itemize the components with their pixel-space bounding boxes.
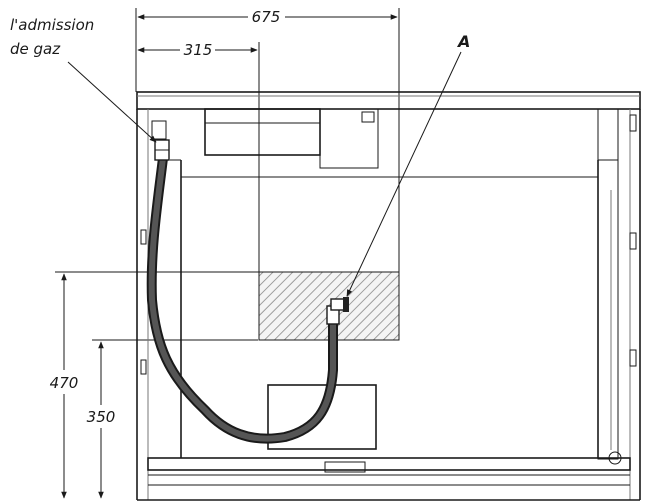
dimension-675: 675 bbox=[135, 8, 400, 272]
dimension-470: 470 bbox=[50, 271, 399, 499]
dimension-470-label: 470 bbox=[50, 374, 79, 392]
gas-inlet-leader bbox=[67, 61, 157, 143]
dimension-350: 350 bbox=[87, 339, 258, 499]
dimension-315-label: 315 bbox=[184, 41, 213, 59]
connector-a-fitting bbox=[326, 297, 349, 325]
dimension-315: 315 bbox=[137, 41, 260, 272]
point-a-label: A bbox=[456, 32, 470, 51]
dimension-675-label: 675 bbox=[252, 8, 281, 26]
gas-inlet-fitting bbox=[154, 139, 170, 161]
dimension-350-label: 350 bbox=[87, 408, 116, 426]
point-a-leader bbox=[346, 51, 462, 297]
gas-hose bbox=[146, 153, 338, 444]
gas-inlet-label-line1: l'admission bbox=[10, 16, 94, 34]
gas-inlet-label-line2: de gaz bbox=[10, 40, 61, 58]
